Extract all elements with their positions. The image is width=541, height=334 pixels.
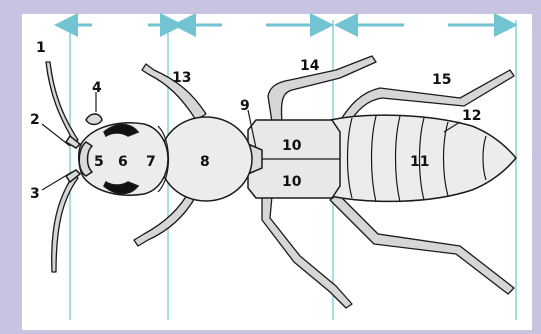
- left-band: [0, 0, 22, 334]
- label-13: 13: [172, 70, 191, 86]
- palp: [86, 114, 102, 125]
- label-12: 12: [462, 108, 481, 124]
- section-label-c: C: [422, 18, 432, 34]
- label-2: 2: [30, 112, 40, 128]
- label-8: 8: [200, 154, 210, 170]
- label-4: 4: [92, 80, 102, 96]
- label-9: 9: [240, 98, 250, 114]
- label-10-upper: 10: [282, 138, 302, 154]
- label-6: 6: [118, 154, 128, 170]
- label-5: 5: [94, 154, 104, 170]
- top-band: [0, 0, 541, 14]
- label-15: 15: [432, 72, 451, 88]
- label-11: 11: [410, 154, 429, 170]
- label-3: 3: [30, 186, 40, 202]
- label-7: 7: [146, 154, 156, 170]
- label-14: 14: [300, 58, 320, 74]
- label-1: 1: [36, 40, 46, 56]
- section-label-a: A: [114, 18, 125, 34]
- label-10-lower: 10: [282, 174, 302, 190]
- section-label-b: B: [240, 18, 251, 34]
